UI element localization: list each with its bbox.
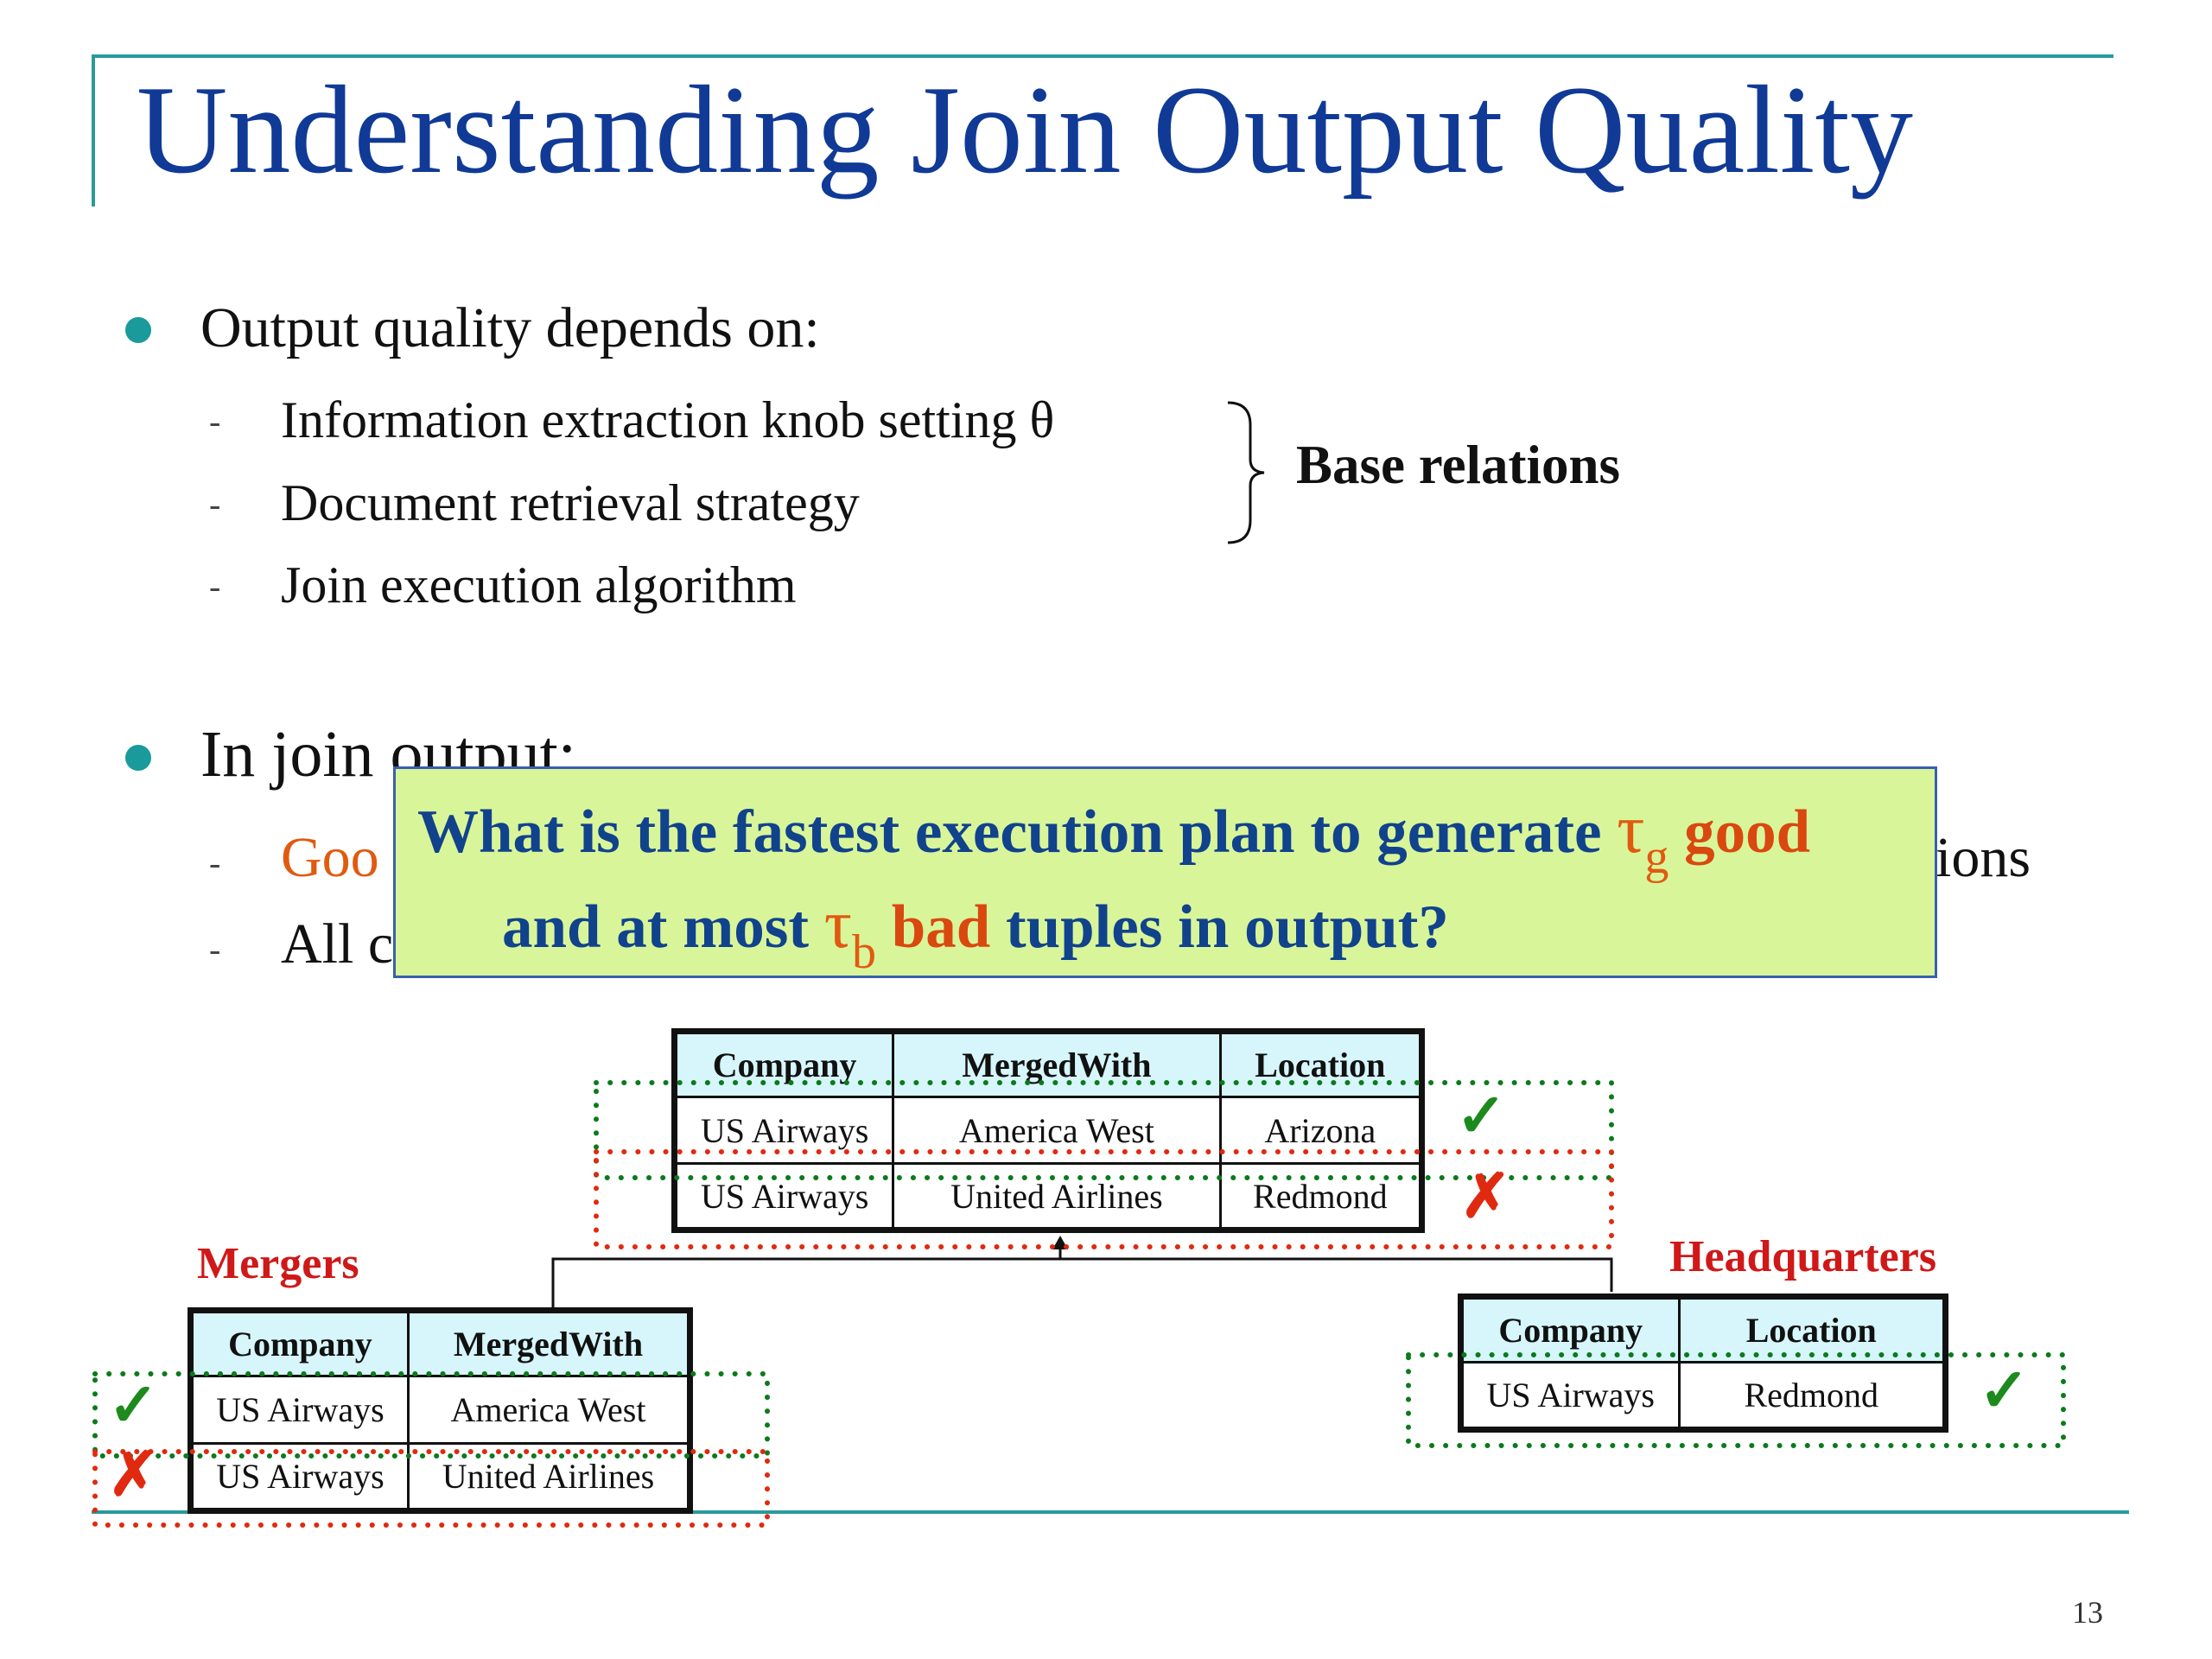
tau-symbol: τ: [1617, 791, 1645, 868]
mergers-label: Mergers: [197, 1239, 359, 1288]
tau-subscript: g: [1644, 830, 1669, 884]
callout-line-2: and at most τb bad tuples in output?: [502, 890, 1449, 976]
bad-tuple-box: [92, 1449, 770, 1528]
brace-label: Base relations: [1296, 435, 1621, 495]
cross-icon: ✗: [108, 1442, 159, 1509]
sub-dash: -: [209, 485, 221, 524]
check-icon: ✓: [1979, 1358, 2030, 1425]
title-side-rule: [92, 54, 95, 207]
table-cell: US Airways: [672, 1096, 895, 1165]
table-cell: US Airways: [672, 1162, 895, 1231]
bad-word: bad: [891, 893, 991, 961]
table-row: US Airways America West: [189, 1375, 692, 1445]
sub-dash: -: [209, 402, 221, 441]
good-word: good: [1684, 798, 1811, 866]
table-cell: Redmond: [1677, 1361, 1948, 1431]
sub-dash: -: [209, 843, 221, 882]
tau-subscript: b: [851, 925, 876, 979]
callout-text: tuples in output?: [1005, 893, 1449, 961]
callout-text: What is the fastest execution plan to ge…: [417, 798, 1602, 866]
callout-line-1: What is the fastest execution plan to ge…: [417, 795, 1811, 881]
sub-item: Information extraction knob setting θ: [281, 391, 1055, 448]
bullet-text: Output quality depends on:: [200, 296, 820, 359]
question-callout: What is the fastest execution plan to ge…: [393, 766, 1937, 978]
column-header: Company: [672, 1030, 895, 1098]
check-icon: ✓: [1456, 1084, 1507, 1150]
headquarters-label: Headquarters: [1669, 1232, 1937, 1281]
curly-brace-icon: [1227, 401, 1265, 544]
sub-dash: -: [209, 567, 221, 606]
bullet-dot: [125, 745, 151, 771]
good-tuple-box: [92, 1371, 770, 1459]
sub-item: Join execution algorithm: [281, 556, 797, 613]
column-header: Company: [1459, 1295, 1681, 1363]
table-cell: US Airways: [189, 1375, 410, 1445]
column-header: Location: [1677, 1295, 1948, 1363]
sub-item: Goo: [281, 826, 379, 889]
callout-text: and at most: [502, 893, 810, 961]
sub-item: Document retrieval strategy: [281, 474, 860, 531]
join-result-table: Company MergedWith Location US Airways A…: [671, 1028, 1425, 1233]
slide-title: Understanding Join Output Quality: [137, 60, 1913, 200]
table-cell: Redmond: [1218, 1162, 1424, 1231]
column-header: MergedWith: [406, 1309, 692, 1377]
column-header: MergedWith: [892, 1030, 1222, 1098]
table-row: US Airways Redmond: [1459, 1361, 1948, 1431]
column-header: Location: [1218, 1030, 1424, 1098]
title-rule: [92, 54, 2113, 58]
page-number: 13: [2072, 1595, 2103, 1630]
headquarters-table: Company Location US Airways Redmond: [1458, 1294, 1948, 1433]
cross-icon: ✗: [1460, 1164, 1511, 1230]
sub-item: All c: [281, 912, 394, 976]
table-row: US Airways United Airlines Redmond: [672, 1162, 1424, 1231]
column-header: Company: [189, 1309, 410, 1377]
footer-rule: [92, 1510, 2129, 1514]
tau-symbol: τ: [823, 887, 852, 963]
good-tuple-box: [1406, 1352, 2066, 1448]
table-cell: United Airlines: [892, 1162, 1222, 1231]
bad-tuple-box: [594, 1149, 1614, 1249]
sub-item-tail: ions: [1936, 826, 2031, 889]
sub-dash: -: [209, 930, 221, 969]
table-cell: America West: [406, 1375, 692, 1445]
check-icon: ✓: [108, 1373, 159, 1440]
table-cell: US Airways: [1459, 1361, 1681, 1431]
bullet-dot: [125, 317, 151, 343]
